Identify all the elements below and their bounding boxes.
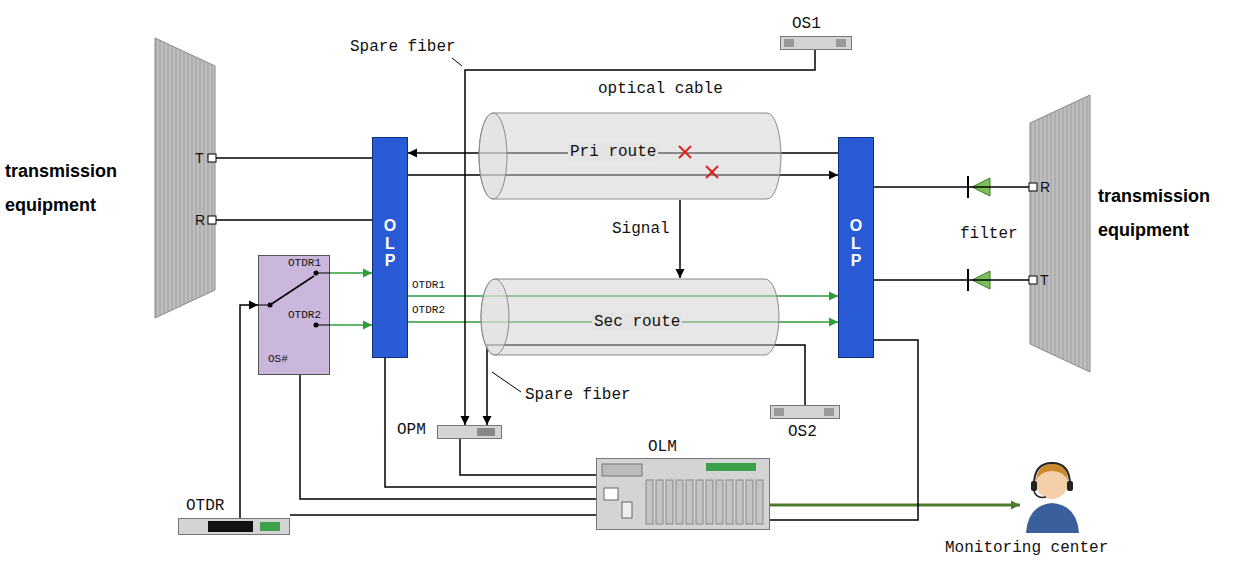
connector-line xyxy=(770,340,918,520)
route-label: Sec route xyxy=(592,313,682,331)
port-label: R xyxy=(195,212,205,228)
connector xyxy=(330,269,372,278)
arrow-head xyxy=(829,318,838,327)
arrow-head xyxy=(829,292,838,301)
port-label: OTDR2 xyxy=(288,309,321,322)
olp-label: OLP xyxy=(382,217,398,270)
connector-line xyxy=(874,186,1030,188)
signal-label: OTDR2 xyxy=(412,304,445,317)
device-box xyxy=(596,458,770,530)
olp-box: OLP xyxy=(372,137,408,358)
connector xyxy=(874,280,1030,281)
optical-switch-device: OS1 xyxy=(780,36,852,50)
route-label: Pri route xyxy=(568,143,658,161)
connector xyxy=(770,340,918,520)
fiber-label: Spare fiber xyxy=(525,386,631,404)
device-label: OS2 xyxy=(788,423,817,441)
edge-label: Signal xyxy=(612,220,670,238)
connector xyxy=(874,187,1030,188)
optical-cable: optical cablePri route xyxy=(478,112,782,200)
optical-cable: Sec route xyxy=(480,278,780,356)
optical-switch-device: OS2 xyxy=(770,405,840,419)
monitoring-unit: OLM xyxy=(596,458,770,530)
device-box xyxy=(780,36,852,50)
port-label: R xyxy=(1040,179,1050,195)
connector-line xyxy=(385,358,596,487)
equipment-label: transmission equipment xyxy=(1098,179,1243,247)
signal-label: OTDR1 xyxy=(412,279,445,292)
connector xyxy=(330,321,372,330)
equipment-trapezoid: transmission equipmentRT xyxy=(1030,95,1090,372)
leader-line xyxy=(452,58,462,66)
connector-line xyxy=(487,345,805,425)
connector-line xyxy=(770,504,1020,507)
device-box xyxy=(178,518,290,535)
center-label: Monitoring center xyxy=(945,539,1108,557)
connector xyxy=(460,439,596,475)
olp-label: OLP xyxy=(848,217,864,270)
connector xyxy=(770,501,1020,510)
connector xyxy=(240,301,258,519)
switch-label: OS# xyxy=(268,353,288,366)
fiber-label: Spare fiber xyxy=(350,38,456,56)
device-label: OTDR xyxy=(186,497,224,515)
operator-icon: Monitoring center xyxy=(1020,455,1085,535)
connector-line xyxy=(874,279,1030,281)
arrow-head xyxy=(363,269,372,278)
connector-line xyxy=(679,200,681,278)
connector-line xyxy=(460,439,596,475)
connector xyxy=(483,345,806,425)
connector xyxy=(385,358,596,487)
connector xyxy=(676,200,685,278)
connector xyxy=(215,220,372,221)
connector-line xyxy=(215,219,372,221)
device-box xyxy=(437,425,502,439)
port-label: T xyxy=(1040,272,1049,288)
connector xyxy=(461,50,816,425)
arrow-head xyxy=(1011,501,1020,510)
olp-box: OLP xyxy=(838,137,874,358)
arrow-head xyxy=(829,171,838,180)
equipment-shape xyxy=(1030,95,1090,372)
arrow-head xyxy=(249,301,258,310)
port-label: OTDR1 xyxy=(288,257,321,270)
port-label: T xyxy=(195,150,204,166)
cable-label: optical cable xyxy=(598,80,723,98)
arrow-head xyxy=(461,416,470,425)
connector-line xyxy=(465,50,815,425)
optical-switch-box: OTDR1OTDR2OS# xyxy=(258,255,330,375)
equipment-trapezoid: transmission equipmentTR xyxy=(155,38,215,318)
device-label: OLM xyxy=(648,438,677,456)
connector-line xyxy=(290,514,596,516)
power-meter-device: OPM xyxy=(437,425,502,439)
equipment-shape xyxy=(155,38,215,318)
arrow-head xyxy=(483,416,492,425)
device-label: OS1 xyxy=(792,15,821,33)
filter-label: filter xyxy=(960,225,1018,243)
device-box xyxy=(770,405,840,419)
connector-line xyxy=(215,157,372,159)
leader-line xyxy=(492,372,521,392)
connector xyxy=(215,158,372,159)
otdr-device: OTDR xyxy=(178,518,290,535)
device-label: OPM xyxy=(397,421,426,439)
arrow-head xyxy=(408,149,417,158)
connector xyxy=(290,515,596,516)
arrow-head xyxy=(676,269,685,278)
arrow-head xyxy=(363,321,372,330)
operator-figure xyxy=(1020,455,1085,535)
equipment-label: transmission equipment xyxy=(5,154,150,222)
connector-line xyxy=(240,305,258,518)
